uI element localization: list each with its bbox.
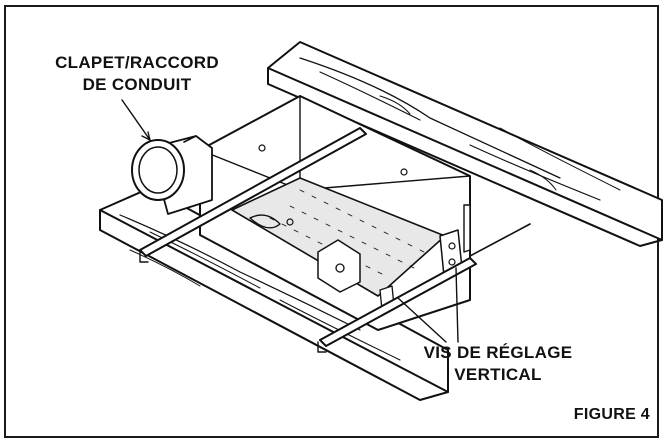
duct-connector [131, 135, 213, 215]
fan-housing [199, 95, 471, 331]
lower-joist [99, 187, 449, 401]
damper-label-line-2: DE CONDUIT [82, 75, 192, 94]
damper-label-line-1: CLAPET/RACCORD [55, 53, 219, 72]
adjustment-screws-label: VIS DE RÉGLAGE VERTICAL [398, 342, 598, 386]
callout-leaders [121, 99, 459, 343]
screws-label-line-2: VERTICAL [454, 365, 542, 384]
damper-connector-label: CLAPET/RACCORD DE CONDUIT [22, 52, 252, 96]
figure-caption: FIGURE 4 [573, 406, 650, 423]
upper-joist [267, 41, 663, 247]
screws-label-line-1: VIS DE RÉGLAGE [423, 343, 573, 362]
hanger-bars [139, 127, 531, 353]
